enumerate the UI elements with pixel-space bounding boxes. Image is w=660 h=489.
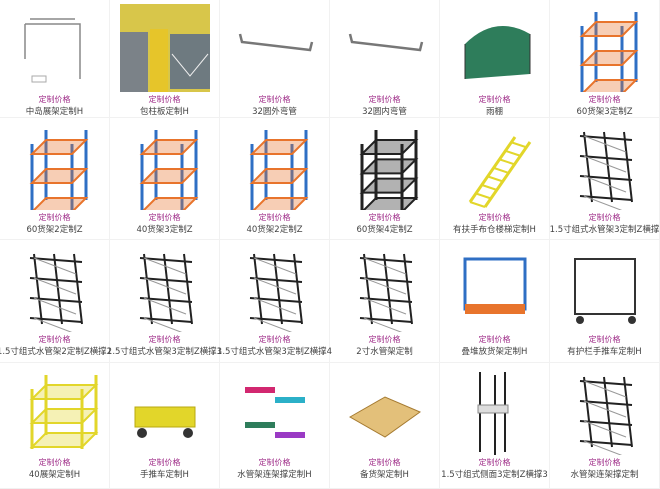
product-card[interactable]: 定制价格 40货架3定制Z xyxy=(110,118,220,240)
product-name[interactable]: 水管架连架撑定制H xyxy=(237,470,312,480)
blue-rack-image[interactable] xyxy=(560,4,650,92)
product-name[interactable]: 60货架4定制Z xyxy=(356,225,413,235)
pipe-rack-image[interactable] xyxy=(560,367,650,455)
pipe-rack-image[interactable] xyxy=(340,244,430,332)
product-name[interactable]: 水管架连架撑定制 xyxy=(570,470,639,480)
product-name[interactable]: 1.5寸组式水管架3定制Z横撑3 xyxy=(106,347,223,357)
pallet-image[interactable] xyxy=(340,367,430,455)
product-card[interactable]: 定制价格 1.5寸组式水管架3定制Z横撑4 xyxy=(217,240,332,363)
price-link[interactable]: 定制价格 xyxy=(148,458,181,467)
product-name[interactable]: 40展架定制H xyxy=(28,470,81,480)
price-link[interactable]: 定制价格 xyxy=(588,213,621,222)
product-name[interactable]: 有扶手布仓楼梯定制H xyxy=(453,225,536,235)
product-name[interactable]: 包柱板定制H xyxy=(140,107,189,117)
product-name[interactable]: 40货架3定制Z xyxy=(136,225,193,235)
price-link[interactable]: 定制价格 xyxy=(368,95,401,104)
product-name[interactable]: 1.5寸组式水管架3定制Z横撑 xyxy=(549,225,660,235)
product-name[interactable]: 雨棚 xyxy=(485,107,503,117)
product-card[interactable]: 定制价格 1.5寸组式水管架3定制Z横撑 xyxy=(550,118,660,240)
bent-pipe-image[interactable] xyxy=(230,4,320,92)
product-name[interactable]: 32圆外弯管 xyxy=(252,107,297,117)
product-card[interactable]: 定制价格 2寸水管架定制 xyxy=(330,240,440,363)
product-name[interactable]: 1.5寸组式侧面3定制Z横撑3 xyxy=(441,470,548,480)
price-link[interactable]: 定制价格 xyxy=(478,458,511,467)
price-link[interactable]: 定制价格 xyxy=(258,213,291,222)
price-link[interactable]: 定制价格 xyxy=(478,213,511,222)
product-card[interactable]: 定制价格 1.5寸组式水管架3定制Z横撑3 xyxy=(107,240,222,363)
stack-rack-image[interactable] xyxy=(450,244,540,332)
black-rack-image[interactable] xyxy=(340,122,430,210)
price-link[interactable]: 定制价格 xyxy=(258,335,291,344)
product-card[interactable]: 定制价格 水管架连架撑定制 xyxy=(550,363,660,489)
ladder-image[interactable] xyxy=(450,122,540,210)
cart-rack-image[interactable] xyxy=(560,244,650,332)
pipe-rack-image[interactable] xyxy=(230,244,320,332)
product-card[interactable]: 定制价格 手推车定制H xyxy=(110,363,220,489)
product-card[interactable]: 定制价格 叠堆放货架定制H xyxy=(440,240,550,363)
product-name[interactable]: 60货架2定制Z xyxy=(26,225,83,235)
price-link[interactable]: 定制价格 xyxy=(38,335,71,344)
blue-rack-image[interactable] xyxy=(230,122,320,210)
price-link[interactable]: 定制价格 xyxy=(258,95,291,104)
product-card[interactable]: 定制价格 32圆外弯管 xyxy=(220,0,330,118)
product-card[interactable]: 定制价格 水管架连架撑定制H xyxy=(220,363,330,489)
product-name[interactable]: 有护栏手推车定制H xyxy=(567,347,642,357)
blue-rack-image[interactable] xyxy=(10,122,100,210)
canopy-image[interactable] xyxy=(450,4,540,92)
product-name[interactable]: 叠堆放货架定制H xyxy=(461,347,528,357)
pipe-rack-image[interactable] xyxy=(560,122,650,210)
product-name[interactable]: 手推车定制H xyxy=(140,470,189,480)
product-card[interactable]: 定制价格 60货架3定制Z xyxy=(550,0,660,118)
display-stand-image[interactable] xyxy=(10,4,100,92)
bent-pipe-image[interactable] xyxy=(340,4,430,92)
product-name[interactable]: 1.5寸组式水管架3定制Z横撑4 xyxy=(216,347,333,357)
pipe-rack-image[interactable] xyxy=(10,244,100,332)
price-link[interactable]: 定制价格 xyxy=(478,95,511,104)
product-card[interactable]: 定制价格 60货架2定制Z xyxy=(0,118,110,240)
blue-rack-image[interactable] xyxy=(120,122,210,210)
yellow-rack-image[interactable] xyxy=(10,367,100,455)
product-name[interactable]: 2寸水管架定制 xyxy=(356,347,413,357)
side-frame-image[interactable] xyxy=(450,367,540,455)
product-card[interactable]: 定制价格 40货架2定制Z xyxy=(220,118,330,240)
product-card[interactable]: 定制价格 32圆内弯管 xyxy=(330,0,440,118)
price-link[interactable]: 定制价格 xyxy=(588,335,621,344)
product-card[interactable]: 定制价格 60货架4定制Z xyxy=(330,118,440,240)
price-link[interactable]: 定制价格 xyxy=(38,213,71,222)
product-name[interactable]: 60货架3定制Z xyxy=(576,107,633,117)
price-link[interactable]: 定制价格 xyxy=(588,95,621,104)
product-name[interactable]: 中岛展架定制H xyxy=(25,107,84,117)
product-card[interactable]: 定制价格 中岛展架定制H xyxy=(0,0,110,118)
product-card[interactable]: 定制价格 1.5寸组式侧面3定制Z横撑3 xyxy=(440,363,550,489)
price-link[interactable]: 定制价格 xyxy=(478,335,511,344)
price-link[interactable]: 定制价格 xyxy=(368,335,401,344)
price-link[interactable]: 定制价格 xyxy=(148,95,181,104)
column-photo-image[interactable] xyxy=(120,4,210,92)
product-name[interactable]: 备货架定制H xyxy=(360,470,409,480)
price-link[interactable]: 定制价格 xyxy=(368,458,401,467)
price-link[interactable]: 定制价格 xyxy=(258,458,291,467)
product-name[interactable]: 1.5寸组式水管架2定制Z横撑2 xyxy=(0,347,113,357)
price-link[interactable]: 定制价格 xyxy=(148,335,181,344)
cart-image[interactable] xyxy=(120,367,210,455)
product-card[interactable]: 定制价格 有扶手布仓楼梯定制H xyxy=(440,118,550,240)
product-card[interactable]: 定制价格 1.5寸组式水管架2定制Z横撑2 xyxy=(0,240,112,363)
price-link[interactable]: 定制价格 xyxy=(38,458,71,467)
price-link[interactable]: 定制价格 xyxy=(368,213,401,222)
price-link[interactable]: 定制价格 xyxy=(588,458,621,467)
price-link[interactable]: 定制价格 xyxy=(148,213,181,222)
product-card[interactable]: 定制价格 有护栏手推车定制H xyxy=(550,240,660,363)
product-card[interactable]: 定制价格 包柱板定制H xyxy=(110,0,220,118)
product-name[interactable]: 32圆内弯管 xyxy=(362,107,407,117)
price-link[interactable]: 定制价格 xyxy=(38,95,71,104)
product-card[interactable]: 定制价格 备货架定制H xyxy=(330,363,440,489)
product-card[interactable]: 定制价格 40展架定制H xyxy=(0,363,110,489)
pipe-rack-image[interactable] xyxy=(120,244,210,332)
connectors-image[interactable] xyxy=(230,367,320,455)
product-card[interactable]: 定制价格 雨棚 xyxy=(440,0,550,118)
product-name[interactable]: 40货架2定制Z xyxy=(246,225,303,235)
